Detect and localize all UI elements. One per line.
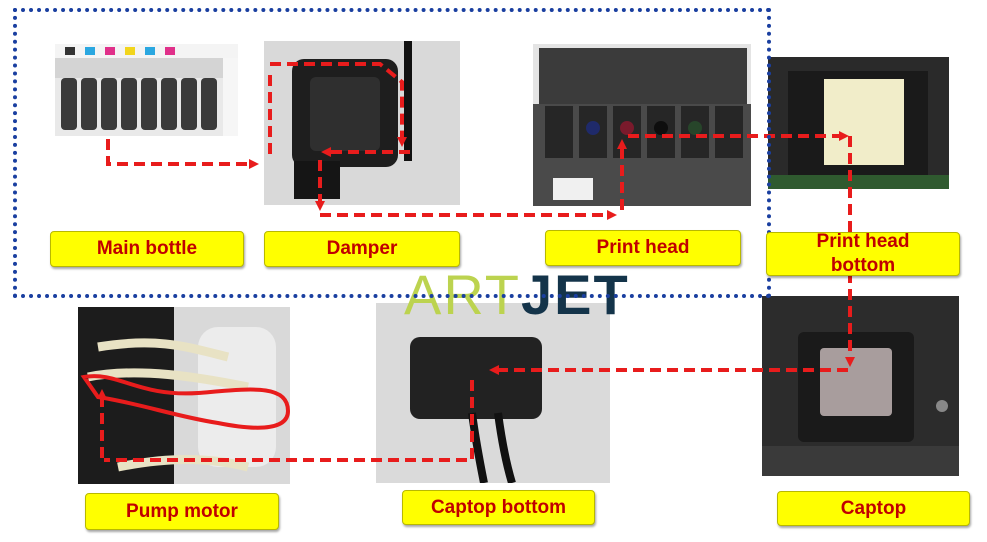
print-head-bottom-illustration — [768, 57, 949, 189]
label-captop: Captop — [777, 491, 970, 526]
pump-motor-illustration — [78, 307, 290, 484]
damper-photo — [264, 41, 460, 205]
main-bottle-illustration — [55, 44, 238, 136]
label-pump-motor: Pump motor — [85, 493, 279, 530]
arrow-captop-bottom-down — [104, 380, 474, 462]
captop-photo — [762, 296, 959, 476]
print-head-illustration — [533, 44, 751, 206]
label-pump-motor-text: Pump motor — [126, 500, 238, 522]
print-head-bottom-photo — [768, 57, 949, 189]
pump-motor-photo — [78, 307, 290, 484]
damper-illustration — [264, 41, 460, 205]
arrow-damper-top — [270, 62, 407, 147]
captop-bottom-photo — [376, 303, 610, 483]
label-damper: Damper — [264, 231, 460, 267]
main-bottle-photo — [55, 44, 238, 136]
label-captop-bottom: Captop bottom — [402, 490, 595, 525]
label-print-head-bottom-line2: bottom — [830, 255, 896, 276]
label-main-bottle-text: Main bottle — [96, 238, 198, 259]
label-main-bottle: Main bottle — [50, 231, 244, 267]
label-print-head-bottom: Print head bottom — [766, 231, 960, 276]
label-captop-text: Captop — [840, 497, 907, 519]
label-print-head: Print head — [545, 230, 741, 266]
label-print-head-bottom-line1: Print head — [816, 231, 910, 252]
arrow-bottle-to-damper — [106, 139, 259, 169]
label-damper-text: Damper — [326, 238, 398, 259]
print-head-photo — [533, 44, 751, 206]
captop-illustration — [762, 296, 959, 476]
label-print-head-text: Print head — [596, 237, 690, 258]
captop-bottom-illustration — [376, 303, 610, 483]
label-captop-bottom-text: Captop bottom — [430, 496, 567, 518]
